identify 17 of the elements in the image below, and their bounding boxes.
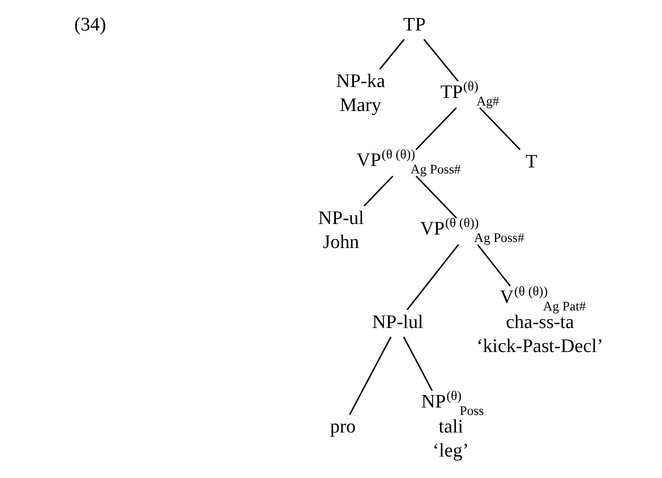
node-text: NP-ul John <box>318 208 364 253</box>
connector <box>416 107 457 150</box>
connector <box>479 107 521 150</box>
node-text: NP-lul <box>372 312 424 334</box>
connector <box>379 38 405 70</box>
node-text: NP-ka Mary <box>336 71 386 116</box>
node-text: TP <box>403 14 426 36</box>
connector <box>477 244 511 286</box>
connector <box>349 336 392 415</box>
label: (34) <box>74 14 106 36</box>
connector <box>364 176 394 206</box>
connector <box>403 336 433 391</box>
node-text: T <box>526 151 538 172</box>
node-text: pro <box>330 416 356 438</box>
connector <box>416 176 457 218</box>
connector <box>406 244 460 310</box>
connector <box>423 38 459 82</box>
